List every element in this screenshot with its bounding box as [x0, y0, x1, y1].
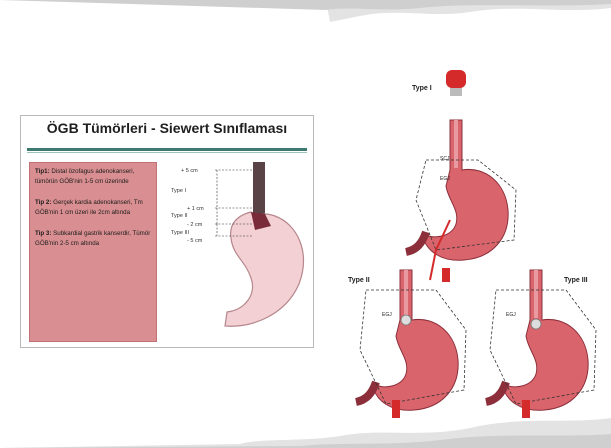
tip2-text: Gerçek kardia adenokanseri, Tm GÖB'nin 1… [35, 199, 143, 216]
stomach-shape [225, 212, 303, 326]
title-rule-thin [27, 152, 307, 153]
slide-title: ÖGB Tümörleri - Siewert Sınıflaması [21, 120, 313, 136]
label-type2: Type II [171, 213, 188, 219]
egj-label: EGJ [440, 176, 450, 182]
siewert-types-diagram: Type I SCJ EGJ Type II EGJ Type III EGJ [326, 60, 604, 420]
tip1-label: Tip1: [35, 168, 50, 175]
torn-paper-top [0, 0, 611, 60]
type3-label: Type III [564, 277, 588, 284]
egj2-label: EGJ [382, 312, 392, 318]
type3-tumor [531, 319, 541, 329]
type3-aorta [522, 400, 530, 418]
type2-aorta [392, 400, 400, 418]
type2-stomach [356, 270, 466, 418]
tip3-paragraph: Tip 3: Subkardial gastrik kanserdir, Tüm… [35, 229, 151, 248]
type1-tumor [446, 70, 466, 88]
egj3-label: EGJ [506, 312, 516, 318]
scj-label: SCJ [440, 156, 450, 162]
type2-label: Type II [348, 277, 370, 284]
label-type1: Type I [171, 188, 186, 194]
title-rule [27, 148, 307, 151]
tip3-label: Tip 3: [35, 230, 51, 237]
tip2-label: Tip 2: [35, 199, 51, 206]
type3-stomach [486, 270, 596, 418]
tip3-text: Subkardial gastrik kanserdir, Tümör GÖB'… [35, 230, 150, 247]
esophagus-shape [253, 162, 265, 218]
tip1-text: Distal özofagus adenokanseri, tümörün GÖ… [35, 168, 134, 185]
tip1-paragraph: Tip1: Distal özofagus adenokanseri, tümö… [35, 167, 151, 186]
label-minus2: - 2 cm [187, 222, 203, 228]
label-plus5: + 5 cm [181, 168, 198, 174]
siewert-textbox: Tip1: Distal özofagus adenokanseri, tümö… [29, 162, 157, 342]
type1-aorta [442, 268, 450, 282]
type2-tumor [401, 315, 411, 325]
type1-label: Type I [412, 85, 432, 92]
type1-clamp [450, 88, 462, 96]
label-type3: Type III [171, 230, 190, 236]
embedded-slide: ÖGB Tümörleri - Siewert Sınıflaması Tip1… [20, 115, 314, 348]
label-minus5: - 5 cm [187, 238, 203, 244]
siewert-mini-diagram: + 5 cm Type I + 1 cm Type II - 2 cm Type… [165, 160, 309, 330]
type1-stomach [406, 70, 516, 282]
tip2-paragraph: Tip 2: Gerçek kardia adenokanseri, Tm GÖ… [35, 198, 151, 217]
label-plus1: + 1 cm [187, 206, 204, 212]
